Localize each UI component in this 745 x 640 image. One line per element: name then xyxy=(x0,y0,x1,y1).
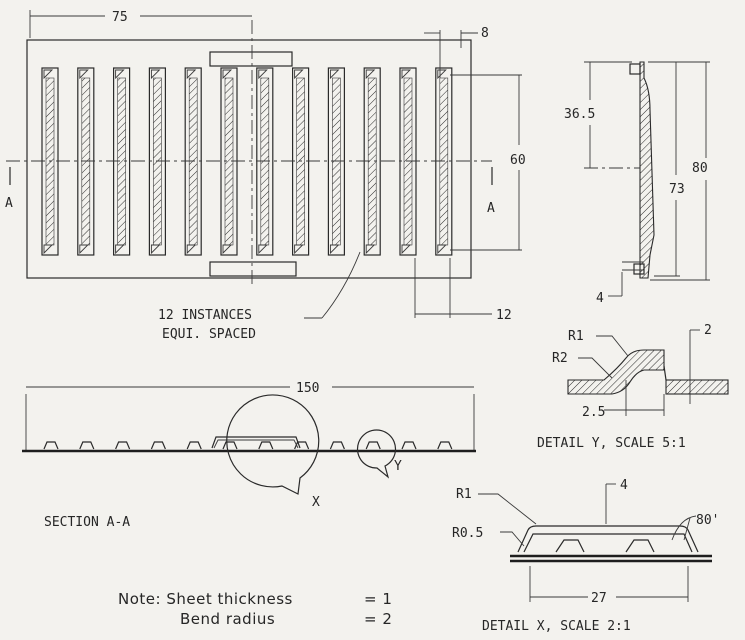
note: Note: Sheet thickness = 1 Bend radius = … xyxy=(118,590,392,628)
louver-slot xyxy=(256,67,274,256)
detail-y-dim-2-5: 2.5 xyxy=(582,405,605,420)
louver-slot xyxy=(435,67,453,256)
dim-height-60: 60 xyxy=(510,153,526,168)
section-louver xyxy=(365,441,381,450)
louver-slot xyxy=(41,67,59,256)
detail-x-tab xyxy=(517,525,699,553)
detail-y-title: DETAIL Y, SCALE 5:1 xyxy=(537,436,686,451)
detail-y-r2: R2 xyxy=(552,351,568,366)
detail-y-r1: R1 xyxy=(568,329,584,344)
detail-y-profile xyxy=(567,349,665,395)
side-profile xyxy=(639,61,655,279)
note-bend-value: = 2 xyxy=(364,610,392,628)
dim-width-75: 75 xyxy=(112,10,128,25)
section-louver xyxy=(329,441,345,450)
detail-x-circle xyxy=(226,394,320,495)
detail-x-dim-4: 4 xyxy=(620,478,628,493)
section-louver xyxy=(150,441,166,450)
section-louver xyxy=(437,441,453,450)
detail-x-dim-27: 27 xyxy=(591,591,607,606)
section-tab xyxy=(211,436,301,449)
section-title: SECTION A-A xyxy=(44,515,130,530)
louver-slot xyxy=(327,67,345,256)
section-louver xyxy=(258,441,274,450)
section-a-a: 150 X Y SECTION A-A xyxy=(22,381,476,530)
section-louver xyxy=(222,441,238,450)
side-view: 36.5 80 73 4 xyxy=(564,61,710,306)
louver-slot xyxy=(148,67,166,256)
louver-slot xyxy=(112,67,131,256)
louver-slot xyxy=(363,67,381,256)
detail-x-angle: 80' xyxy=(696,513,719,528)
section-louver xyxy=(115,441,131,450)
detail-x-r0-5: R0.5 xyxy=(452,526,483,541)
louver-slot xyxy=(399,67,417,256)
note-bend-label: Bend radius xyxy=(180,610,275,628)
note-thickness-label: Note: Sheet thickness xyxy=(118,590,293,608)
instances-note-line1: 12 INSTANCES xyxy=(158,308,252,323)
louver-slot xyxy=(292,67,310,256)
section-mark-right: A xyxy=(487,201,495,216)
section-louver xyxy=(186,441,202,450)
dim-offset-8: 8 xyxy=(481,26,489,41)
bottom-tab xyxy=(209,261,297,277)
section-louvers xyxy=(43,441,453,450)
section-louver xyxy=(401,441,417,450)
dim-pitch-12: 12 xyxy=(496,308,512,323)
detail-x-r1: R1 xyxy=(456,487,472,502)
louver-slots xyxy=(41,67,453,256)
top-tab xyxy=(209,51,293,67)
main-view: A A 75 8 60 12 12 INSTANCES EQUI. SPACED xyxy=(5,10,526,342)
dim-80: 80 xyxy=(692,161,708,176)
note-thickness-value: = 1 xyxy=(364,590,392,608)
detail-x-title: DETAIL X, SCALE 2:1 xyxy=(482,619,631,634)
detail-x-mark: X xyxy=(312,495,320,510)
louver-slot xyxy=(184,67,202,256)
dim-73: 73 xyxy=(669,182,685,197)
detail-x: R1 R0.5 4 80' 27 DETAIL X, SCALE 2:1 xyxy=(452,478,719,634)
detail-y: R1 R2 2 2.5 DETAIL Y, SCALE 5:1 xyxy=(537,323,729,451)
dim-length-150: 150 xyxy=(296,381,319,396)
section-louver xyxy=(294,441,310,450)
section-louver xyxy=(79,441,95,450)
section-louver xyxy=(43,441,59,450)
louver-slot xyxy=(77,67,95,256)
louver-slot xyxy=(220,67,238,256)
instances-note-line2: EQUI. SPACED xyxy=(162,327,256,342)
detail-y-dim-2: 2 xyxy=(704,323,712,338)
plate-outline xyxy=(26,39,472,279)
dim-36-5: 36.5 xyxy=(564,107,595,122)
section-mark-left: A xyxy=(5,196,13,211)
dim-4-side: 4 xyxy=(596,291,604,306)
detail-y-circle xyxy=(356,429,397,479)
detail-y-mark: Y xyxy=(394,459,402,474)
